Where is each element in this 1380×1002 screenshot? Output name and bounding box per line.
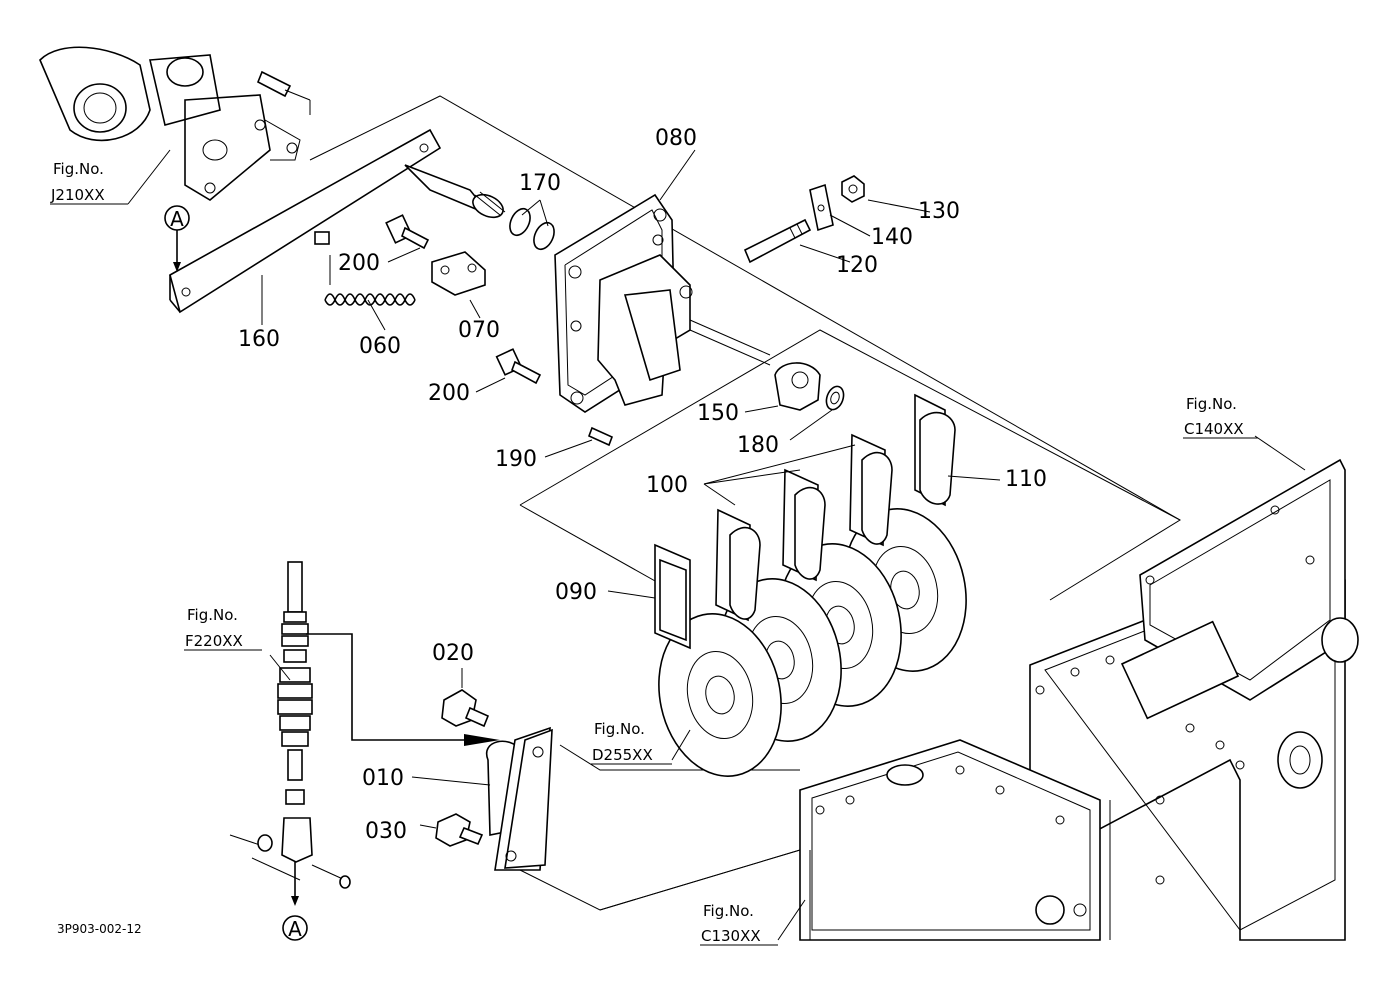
end-plate-110 (914, 393, 956, 507)
part-label-120: 120 (836, 253, 878, 278)
transmission-case (799, 458, 1359, 941)
part-labels: 080 170 130 140 120 200 160 060 070 200 … (238, 126, 1047, 844)
fig-ref-D255XX-prefix: Fig.No. (594, 720, 645, 738)
assembly-outline (309, 95, 1181, 911)
part-label-160: 160 (238, 327, 280, 352)
pin-190 (587, 426, 614, 447)
part-label-110: 110 (1005, 467, 1047, 492)
fig-ref-C140XX-code: C140XX (1184, 420, 1244, 438)
friction-plates-100 (715, 433, 893, 622)
brake-discs-D255XX (658, 508, 967, 777)
figure-refs: Fig.No. J210XX Fig.No. F220XX Fig.No. D2… (50, 160, 1258, 946)
part-label-030: 030 (365, 819, 407, 844)
o-rings-170 (509, 207, 555, 251)
bolt-030 (435, 813, 484, 847)
fig-ref-C140XX-prefix: Fig.No. (1186, 395, 1237, 413)
part-label-170: 170 (519, 171, 561, 196)
fig-ref-F220XX: Fig.No. F220XX (184, 606, 262, 651)
spring-060 (324, 255, 416, 306)
fig-ref-C140XX: Fig.No. C140XX (1183, 395, 1258, 439)
fig-ref-C130XX: Fig.No. C130XX (700, 902, 778, 946)
upper-housing (39, 46, 311, 201)
cover-080 (554, 193, 771, 413)
fig-ref-J210XX-code: J210XX (50, 186, 105, 204)
part-label-140: 140 (871, 225, 913, 250)
part-label-010: 010 (362, 766, 404, 791)
fig-ref-F220XX-prefix: Fig.No. (187, 606, 238, 624)
stud-120 (743, 218, 812, 264)
nut-130 (841, 175, 865, 203)
part-label-180: 180 (737, 433, 779, 458)
fig-ref-F220XX-code: F220XX (185, 632, 243, 650)
fig-ref-C130XX-code: C130XX (701, 927, 761, 945)
part-label-100: 100 (646, 473, 688, 498)
end-plate-090 (654, 543, 691, 650)
bolt-200-lower (495, 348, 542, 385)
part-label-200-upper: 200 (338, 251, 380, 276)
plate-140 (809, 183, 834, 232)
leader-lines (127, 149, 1306, 941)
cable-rod-F220XX (229, 561, 351, 906)
callout-a-text-upper: A (170, 207, 184, 231)
part-label-070: 070 (458, 318, 500, 343)
connection-arrow (306, 633, 500, 746)
part-label-200-lower: 200 (428, 381, 470, 406)
part-label-020: 020 (432, 641, 474, 666)
part-label-080: 080 (655, 126, 697, 151)
part-label-150: 150 (697, 401, 739, 426)
callout-a-text-lower: A (288, 917, 302, 941)
fig-ref-C130XX-prefix: Fig.No. (703, 902, 754, 920)
bracket-070 (431, 251, 486, 296)
part-label-190: 190 (495, 447, 537, 472)
callout-a-lower: A (282, 915, 308, 941)
switch-010 (485, 726, 553, 871)
fig-ref-D255XX: Fig.No. D255XX (591, 720, 672, 765)
part-label-060: 060 (359, 334, 401, 359)
fig-ref-J210XX-prefix: Fig.No. (53, 160, 104, 178)
lever-150 (774, 362, 821, 411)
lever-bar-160 (169, 128, 506, 314)
drawing-code: 3P903-002-12 (57, 922, 142, 936)
bolt-020 (441, 689, 490, 728)
part-label-130: 130 (918, 199, 960, 224)
fig-ref-J210XX: Fig.No. J210XX (50, 160, 128, 205)
part-label-090: 090 (555, 580, 597, 605)
washer-180 (825, 385, 845, 411)
fig-ref-D255XX-code: D255XX (592, 746, 653, 764)
callout-a-upper: A (164, 205, 190, 272)
bolt-200-upper (385, 214, 430, 250)
